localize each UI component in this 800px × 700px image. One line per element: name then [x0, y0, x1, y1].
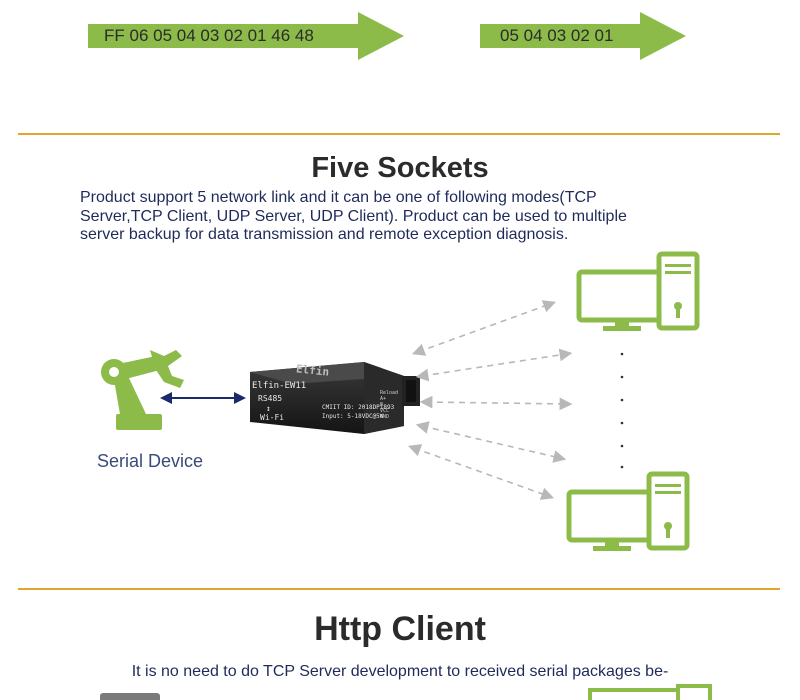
device-side-labels: Reload A+ B- VCC GND — [380, 390, 399, 420]
five-sockets-description: Product support 5 network link and it ca… — [80, 189, 718, 245]
bidirectional-arrow-icon — [160, 392, 246, 404]
computer-icon-top — [576, 251, 700, 331]
arrow-1-label: FF 06 05 04 03 02 01 46 48 — [104, 26, 314, 45]
serial-device-label: Serial Device — [97, 451, 204, 471]
section-divider-1 — [18, 133, 780, 135]
description-line-3: server backup for data transmission and … — [80, 226, 569, 243]
computer-icon-bottom — [566, 471, 690, 551]
network-links — [407, 300, 573, 500]
http-client-heading: Http Client — [314, 610, 486, 648]
device-line-wifi: Wi-Fi — [260, 413, 285, 422]
device-model: Elfin-EW11 — [252, 381, 307, 391]
network-link-2 — [415, 348, 573, 382]
network-link-1 — [411, 300, 557, 356]
partial-computer-icon — [588, 688, 680, 700]
partial-device-image — [100, 693, 160, 700]
network-link-4 — [415, 421, 567, 463]
elfin-device — [250, 362, 420, 434]
robot-arm-icon — [101, 350, 184, 430]
network-link-3 — [419, 395, 573, 411]
green-arrow-1 — [88, 12, 404, 60]
http-client-description: It is no need to do TCP Server developme… — [131, 663, 669, 680]
green-arrow-2 — [480, 12, 686, 60]
section-divider-2 — [18, 588, 780, 590]
device-input-line: Input: 5-18VDC@5W — [322, 413, 384, 420]
device-id-line: CMIIT ID: 2018DP1893 — [322, 404, 395, 411]
arrow-2-label: 05 04 03 02 01 — [500, 26, 614, 45]
five-sockets-heading: Five Sockets — [311, 152, 489, 184]
network-link-5 — [407, 444, 555, 500]
description-line-2: Server,TCP Client, UDP Server, UDP Clien… — [80, 207, 627, 225]
description-line-1: Product support 5 network link and it ca… — [80, 189, 597, 206]
ellipsis-dots — [619, 350, 625, 475]
device-line-rs485: RS485 — [258, 394, 283, 403]
